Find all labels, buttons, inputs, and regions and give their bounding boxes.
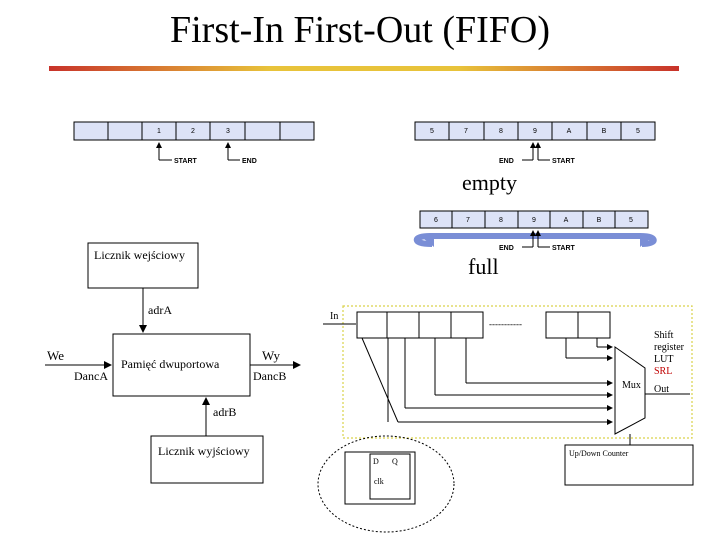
- srl-label: SRL: [654, 366, 672, 377]
- buffer-bottom-right: 6 7 8 9 A B 5 END START: [413, 210, 657, 252]
- buffer-cell: 5: [629, 217, 633, 224]
- buffer-cell: 3: [226, 128, 230, 135]
- buffer-cell: B: [597, 217, 602, 224]
- buffer-cell: 8: [499, 217, 503, 224]
- buffer-cell: 1: [157, 128, 161, 135]
- buffer-cell: A: [564, 217, 569, 224]
- start-label: START: [174, 158, 198, 165]
- buffer-cell: 9: [533, 128, 537, 135]
- wy-label: Wy: [262, 348, 280, 363]
- mux-label: Mux: [622, 380, 641, 391]
- ff-q-label: Q: [392, 457, 398, 466]
- adrB-label: adrB: [213, 405, 236, 419]
- block-diagram: Licznik wejściowy adrA Pamięć dwuportowa…: [45, 242, 301, 484]
- buffer-cell: 6: [434, 217, 438, 224]
- full-caption: full: [468, 254, 499, 279]
- lut-label: LUT: [654, 354, 673, 365]
- shift-label: Shift: [654, 330, 674, 341]
- title-underline: [49, 66, 679, 71]
- register-label: register: [654, 342, 685, 353]
- memory-label: Pamięć dwuportowa: [121, 357, 220, 371]
- buffer-cell: B: [602, 128, 607, 135]
- out-label: Out: [654, 384, 669, 395]
- we-label: We: [47, 348, 64, 363]
- buffer-cell: A: [567, 128, 572, 135]
- input-counter-label: Licznik wejściowy: [94, 248, 185, 262]
- in-label: In: [330, 311, 338, 322]
- adrA-label: adrA: [148, 303, 172, 317]
- buffer-cell: 2: [191, 128, 195, 135]
- dancA-label: DancA: [74, 369, 108, 383]
- end-label: END: [499, 158, 514, 165]
- end-label: END: [242, 158, 257, 165]
- end-label: END: [499, 245, 514, 252]
- start-label: START: [552, 245, 576, 252]
- buffer-cell: 9: [532, 217, 536, 224]
- ff-d-label: D: [373, 457, 379, 466]
- buffer-top-left: 1 2 3 START END: [73, 121, 315, 165]
- dancB-label: DancB: [253, 369, 286, 383]
- buffer-cell: 5: [636, 128, 640, 135]
- ff-clk-label: clk: [374, 477, 384, 486]
- buffer-cell: 5: [430, 128, 434, 135]
- srl-diagram: In ----------- Mux Out Shift register LU…: [317, 305, 694, 533]
- buffer-cell: 8: [499, 128, 503, 135]
- buffer-cell: 7: [466, 217, 470, 224]
- page-title: First-In First-Out (FIFO): [169, 9, 551, 51]
- shift-dashes: -----------: [489, 319, 522, 329]
- empty-caption: empty: [462, 170, 517, 195]
- buffer-top-right: 5 7 8 9 A B 5 END START: [414, 121, 656, 165]
- start-label: START: [552, 158, 576, 165]
- counter-label: Up/Down Counter: [569, 449, 629, 458]
- buffer-cell: 7: [464, 128, 468, 135]
- output-counter-label: Licznik wyjściowy: [158, 444, 250, 458]
